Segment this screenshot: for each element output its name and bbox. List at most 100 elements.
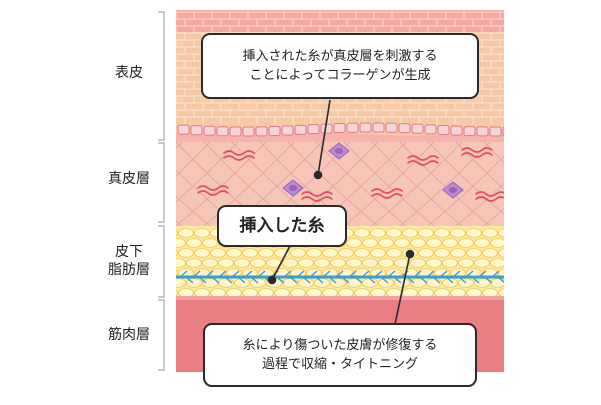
thread-barb bbox=[497, 276, 504, 284]
basal-cell bbox=[398, 123, 411, 134]
fat-cell bbox=[498, 288, 504, 298]
thread-barb bbox=[458, 276, 467, 284]
collagen-fiber bbox=[407, 155, 439, 161]
basal-cell bbox=[333, 123, 346, 134]
repair-callout-line1: 糸により傷ついた皮膚が修復する bbox=[242, 338, 438, 353]
dermis-fiber bbox=[371, 141, 463, 227]
fat-cell bbox=[418, 248, 434, 258]
fat-cell bbox=[354, 248, 370, 258]
leader-lines bbox=[267, 99, 415, 325]
collagen-fiber bbox=[407, 160, 439, 166]
fibroblast-cell bbox=[510, 142, 530, 158]
inserted-thread bbox=[176, 270, 504, 284]
dermis-fiber bbox=[343, 141, 435, 227]
fat-cell bbox=[442, 258, 458, 268]
basal-cell bbox=[281, 125, 294, 136]
collagen-fiber bbox=[301, 191, 333, 197]
thread-barb bbox=[341, 276, 350, 284]
fat-cell bbox=[450, 248, 466, 258]
dermis-fiber bbox=[483, 208, 504, 227]
dermis-fiber bbox=[455, 141, 504, 190]
fat-cell bbox=[178, 248, 194, 258]
thread-barb bbox=[250, 276, 259, 284]
collagen-fiber bbox=[301, 196, 333, 202]
fat-cell bbox=[210, 248, 226, 258]
thread-barb bbox=[198, 276, 207, 284]
collagen-fiber bbox=[461, 147, 493, 153]
thread-barb bbox=[185, 276, 194, 284]
dermis-fiber bbox=[343, 141, 435, 227]
basal-cell bbox=[450, 125, 463, 136]
basal-cell bbox=[307, 124, 320, 135]
fat-cell bbox=[450, 228, 466, 238]
collagen-callout-line2: ことによってコラーゲンが生成 bbox=[249, 68, 431, 83]
dermis-fiber bbox=[455, 182, 504, 227]
dermis-fiber bbox=[8, 142, 98, 226]
thread-barb bbox=[205, 270, 214, 278]
thread-barb bbox=[465, 270, 474, 278]
fat-cell bbox=[410, 238, 426, 248]
fat-cell bbox=[330, 258, 346, 268]
basal-cell bbox=[229, 126, 242, 137]
fat-cell bbox=[458, 238, 474, 248]
fat-cell bbox=[282, 258, 298, 268]
fat-cell bbox=[290, 248, 306, 258]
basal-cell bbox=[294, 124, 307, 135]
fat-cell bbox=[176, 238, 186, 248]
basal-cell bbox=[190, 125, 203, 136]
collagen-callout: 挿入された糸が真皮層を刺激する ことによってコラーゲンが生成 bbox=[201, 33, 479, 99]
fat-cell bbox=[322, 248, 338, 258]
fat-cell bbox=[418, 228, 434, 238]
collagen-fiber bbox=[223, 155, 255, 161]
fat-cell bbox=[482, 248, 498, 258]
fat-cell bbox=[490, 238, 504, 248]
fat-cell bbox=[466, 248, 482, 258]
dermis-fiber bbox=[8, 142, 98, 226]
fat-cell bbox=[378, 278, 394, 288]
fat-cell bbox=[378, 238, 394, 248]
fat-cell bbox=[176, 289, 178, 297]
fibroblast-nucleus bbox=[449, 187, 457, 193]
fat-cell bbox=[250, 258, 266, 268]
fat-cell bbox=[458, 258, 474, 268]
fat-cell bbox=[386, 248, 402, 258]
thread-barb bbox=[218, 270, 227, 278]
basal-cell bbox=[424, 124, 437, 135]
dermis-fiber bbox=[287, 141, 379, 227]
collagen-fiber bbox=[461, 152, 493, 158]
dermis-fiber bbox=[399, 141, 491, 227]
thread-barb bbox=[244, 270, 253, 278]
thread-barb bbox=[237, 276, 246, 284]
thread-barb bbox=[491, 270, 500, 278]
collagen-callout-line1: 挿入された糸が真皮層を刺激する bbox=[242, 49, 438, 64]
fat-cell bbox=[178, 228, 194, 238]
basal-cell bbox=[385, 122, 398, 133]
repair-callout: 糸により傷ついた皮膚が修復する 過程で収縮・タイトニング bbox=[203, 323, 477, 387]
dermis-fiber bbox=[540, 142, 601, 226]
thread-barb bbox=[328, 276, 337, 284]
dermis-fiber bbox=[427, 141, 504, 215]
thread-barb bbox=[445, 276, 454, 284]
thread-barb bbox=[374, 270, 383, 278]
thread-barb bbox=[471, 276, 480, 284]
subcutaneous-fat-label: 皮下 脂肪層 bbox=[108, 244, 150, 278]
fat-cell bbox=[482, 228, 498, 238]
fat-cell bbox=[176, 258, 186, 268]
basal-cell bbox=[463, 126, 476, 137]
collagen-fiber bbox=[371, 193, 403, 199]
fat-cell bbox=[176, 278, 186, 288]
fat-cell bbox=[426, 238, 442, 248]
fat-cell bbox=[362, 278, 378, 288]
thread-barb bbox=[432, 276, 441, 284]
dermis-label: 真皮層 bbox=[108, 171, 150, 187]
fat-cell bbox=[490, 278, 504, 288]
fat-cell bbox=[362, 258, 378, 268]
fat-cell bbox=[234, 258, 250, 268]
basal-cell bbox=[372, 122, 385, 133]
basal-cell bbox=[255, 126, 268, 137]
basal-cell bbox=[268, 125, 281, 136]
fat-cell bbox=[378, 258, 394, 268]
thread-barb bbox=[335, 270, 344, 278]
dermis-fiber bbox=[176, 141, 267, 227]
fat-cell bbox=[298, 258, 314, 268]
